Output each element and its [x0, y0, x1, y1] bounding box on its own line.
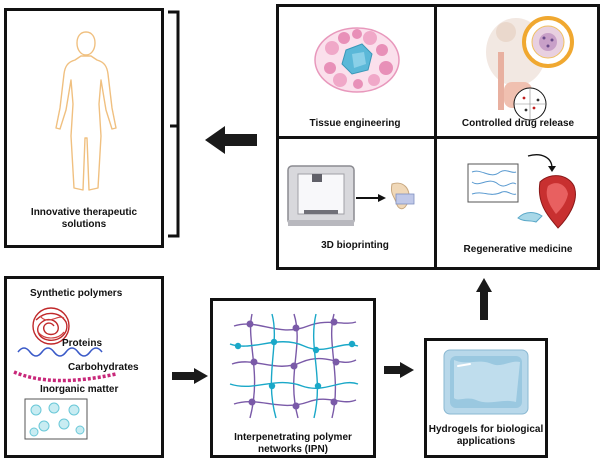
hydrogel-icon — [443, 349, 529, 415]
ipn-network-icon — [229, 313, 359, 419]
inorganic-matter-icon — [24, 398, 88, 440]
drug-release-illustration — [486, 16, 574, 121]
bracket-shape — [168, 10, 180, 238]
grid-divider-horizontal — [276, 136, 600, 139]
synthetic-polymer-icon — [32, 307, 70, 345]
protein-icon — [17, 347, 103, 357]
arrow-right-icon — [172, 368, 208, 384]
inorganic-label: Inorganic matter — [40, 384, 119, 395]
bioprinter-illustration — [287, 165, 415, 226]
arrow-right-icon — [384, 362, 414, 378]
hydrogel-label: Hydrogels for biological applications — [428, 424, 544, 447]
therapy-panel — [4, 8, 164, 248]
regen-label: Regenerative medicine — [463, 244, 573, 255]
bioprint-label: 3D bioprinting — [321, 240, 389, 251]
human-body-icon — [55, 31, 117, 191]
arrow-up-icon — [476, 278, 492, 320]
proteins-label: Proteins — [62, 338, 103, 349]
carbohydrates-label: Carbohydrates — [68, 362, 139, 373]
carbohydrate-icon — [13, 370, 117, 383]
regen-illustration — [467, 154, 576, 229]
ipn-label: Interpenetrating polymer networks (IPN) — [234, 432, 352, 455]
tissue-label: Tissue engineering — [309, 118, 401, 129]
tissue-illustration — [314, 27, 400, 93]
drug-label: Controlled drug release — [461, 118, 575, 129]
therapy-label: Innovative therapeutic solutions — [30, 207, 138, 230]
arrow-left-icon — [205, 126, 257, 154]
synthetic-label: Synthetic polymers — [30, 288, 123, 299]
